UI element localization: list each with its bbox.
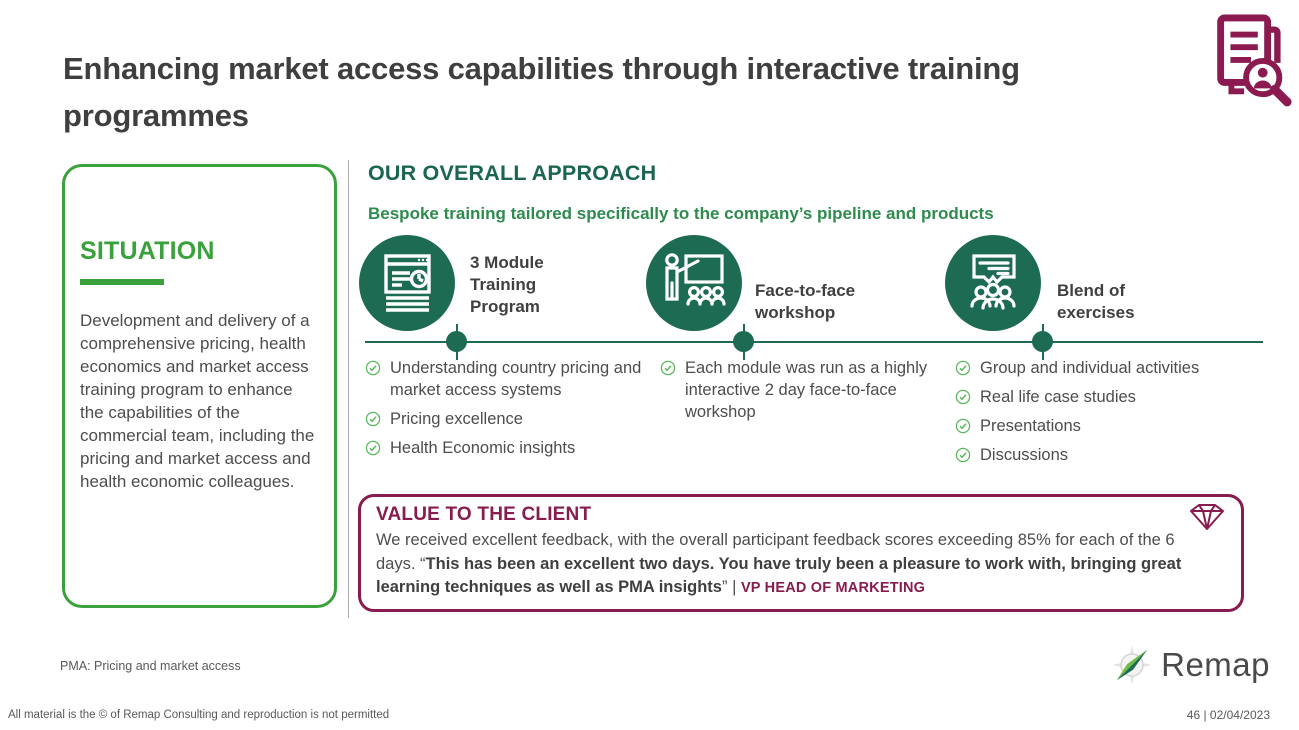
bullet-column-2: Each module was run as a highly interact… xyxy=(660,357,945,430)
bullet-column-3: Group and individual activities Real lif… xyxy=(955,357,1255,473)
document-search-icon xyxy=(1205,8,1295,108)
check-circle-icon xyxy=(365,360,381,376)
situation-body: Development and delivery of a comprehens… xyxy=(80,311,315,491)
step-circle-3 xyxy=(945,235,1041,331)
step-label-2: Face-to-face workshop xyxy=(755,281,856,322)
check-circle-icon xyxy=(365,440,381,456)
step-label-3: Blend of exercises xyxy=(1057,281,1135,322)
check-circle-icon xyxy=(955,447,971,463)
value-text: We received excellent feedback, with the… xyxy=(376,531,1182,596)
situation-underline xyxy=(80,279,164,285)
list-item: Group and individual activities xyxy=(955,357,1255,379)
timeline-dot xyxy=(733,331,754,352)
bullet-column-1: Understanding country pricing and market… xyxy=(365,357,655,466)
compass-icon xyxy=(1111,644,1153,686)
step-circle-2 xyxy=(646,235,742,331)
check-circle-icon xyxy=(955,389,971,405)
remap-logo: Remap xyxy=(1109,642,1270,688)
list-item: Discussions xyxy=(955,444,1255,466)
situation-box: SITUATION Development and delivery of a … xyxy=(62,164,337,608)
list-item: Health Economic insights xyxy=(365,437,655,459)
vertical-divider xyxy=(348,160,349,618)
list-item: Understanding country pricing and market… xyxy=(365,357,655,401)
value-heading: VALUE TO THE CLIENT xyxy=(376,504,592,525)
footnote-pma: PMA: Pricing and market access xyxy=(60,659,241,673)
timeline xyxy=(365,341,1263,343)
diamond-icon xyxy=(1185,502,1229,532)
situation-heading: SITUATION xyxy=(80,237,215,265)
step-label-1: 3 Module Training Program xyxy=(470,253,544,316)
step-circle-1 xyxy=(359,235,455,331)
timeline-dot xyxy=(1032,331,1053,352)
page-number: 46 | 02/04/2023 xyxy=(1186,708,1270,722)
list-item: Pricing excellence xyxy=(365,408,655,430)
check-circle-icon xyxy=(660,360,676,376)
approach-subtitle: Bespoke training tailored specifically t… xyxy=(368,204,994,223)
discussion-group-icon xyxy=(945,235,1041,331)
value-box: VALUE TO THE CLIENT We received excellen… xyxy=(358,494,1244,612)
browser-training-icon xyxy=(359,235,455,331)
copyright-text: All material is the © of Remap Consultin… xyxy=(8,709,390,721)
timeline-dot xyxy=(446,331,467,352)
presenter-workshop-icon xyxy=(646,235,742,331)
value-attribution: VP HEAD OF MARKETING xyxy=(740,580,926,596)
logo-wordmark: Remap xyxy=(1161,646,1270,683)
list-item: Presentations xyxy=(955,415,1255,437)
page-title: Enhancing market access capabilities thr… xyxy=(63,50,1020,133)
approach-heading: OUR OVERALL APPROACH xyxy=(368,161,657,185)
check-circle-icon xyxy=(955,418,971,434)
check-circle-icon xyxy=(955,360,971,376)
list-item: Each module was run as a highly interact… xyxy=(660,357,945,423)
check-circle-icon xyxy=(365,411,381,427)
list-item: Real life case studies xyxy=(955,386,1255,408)
